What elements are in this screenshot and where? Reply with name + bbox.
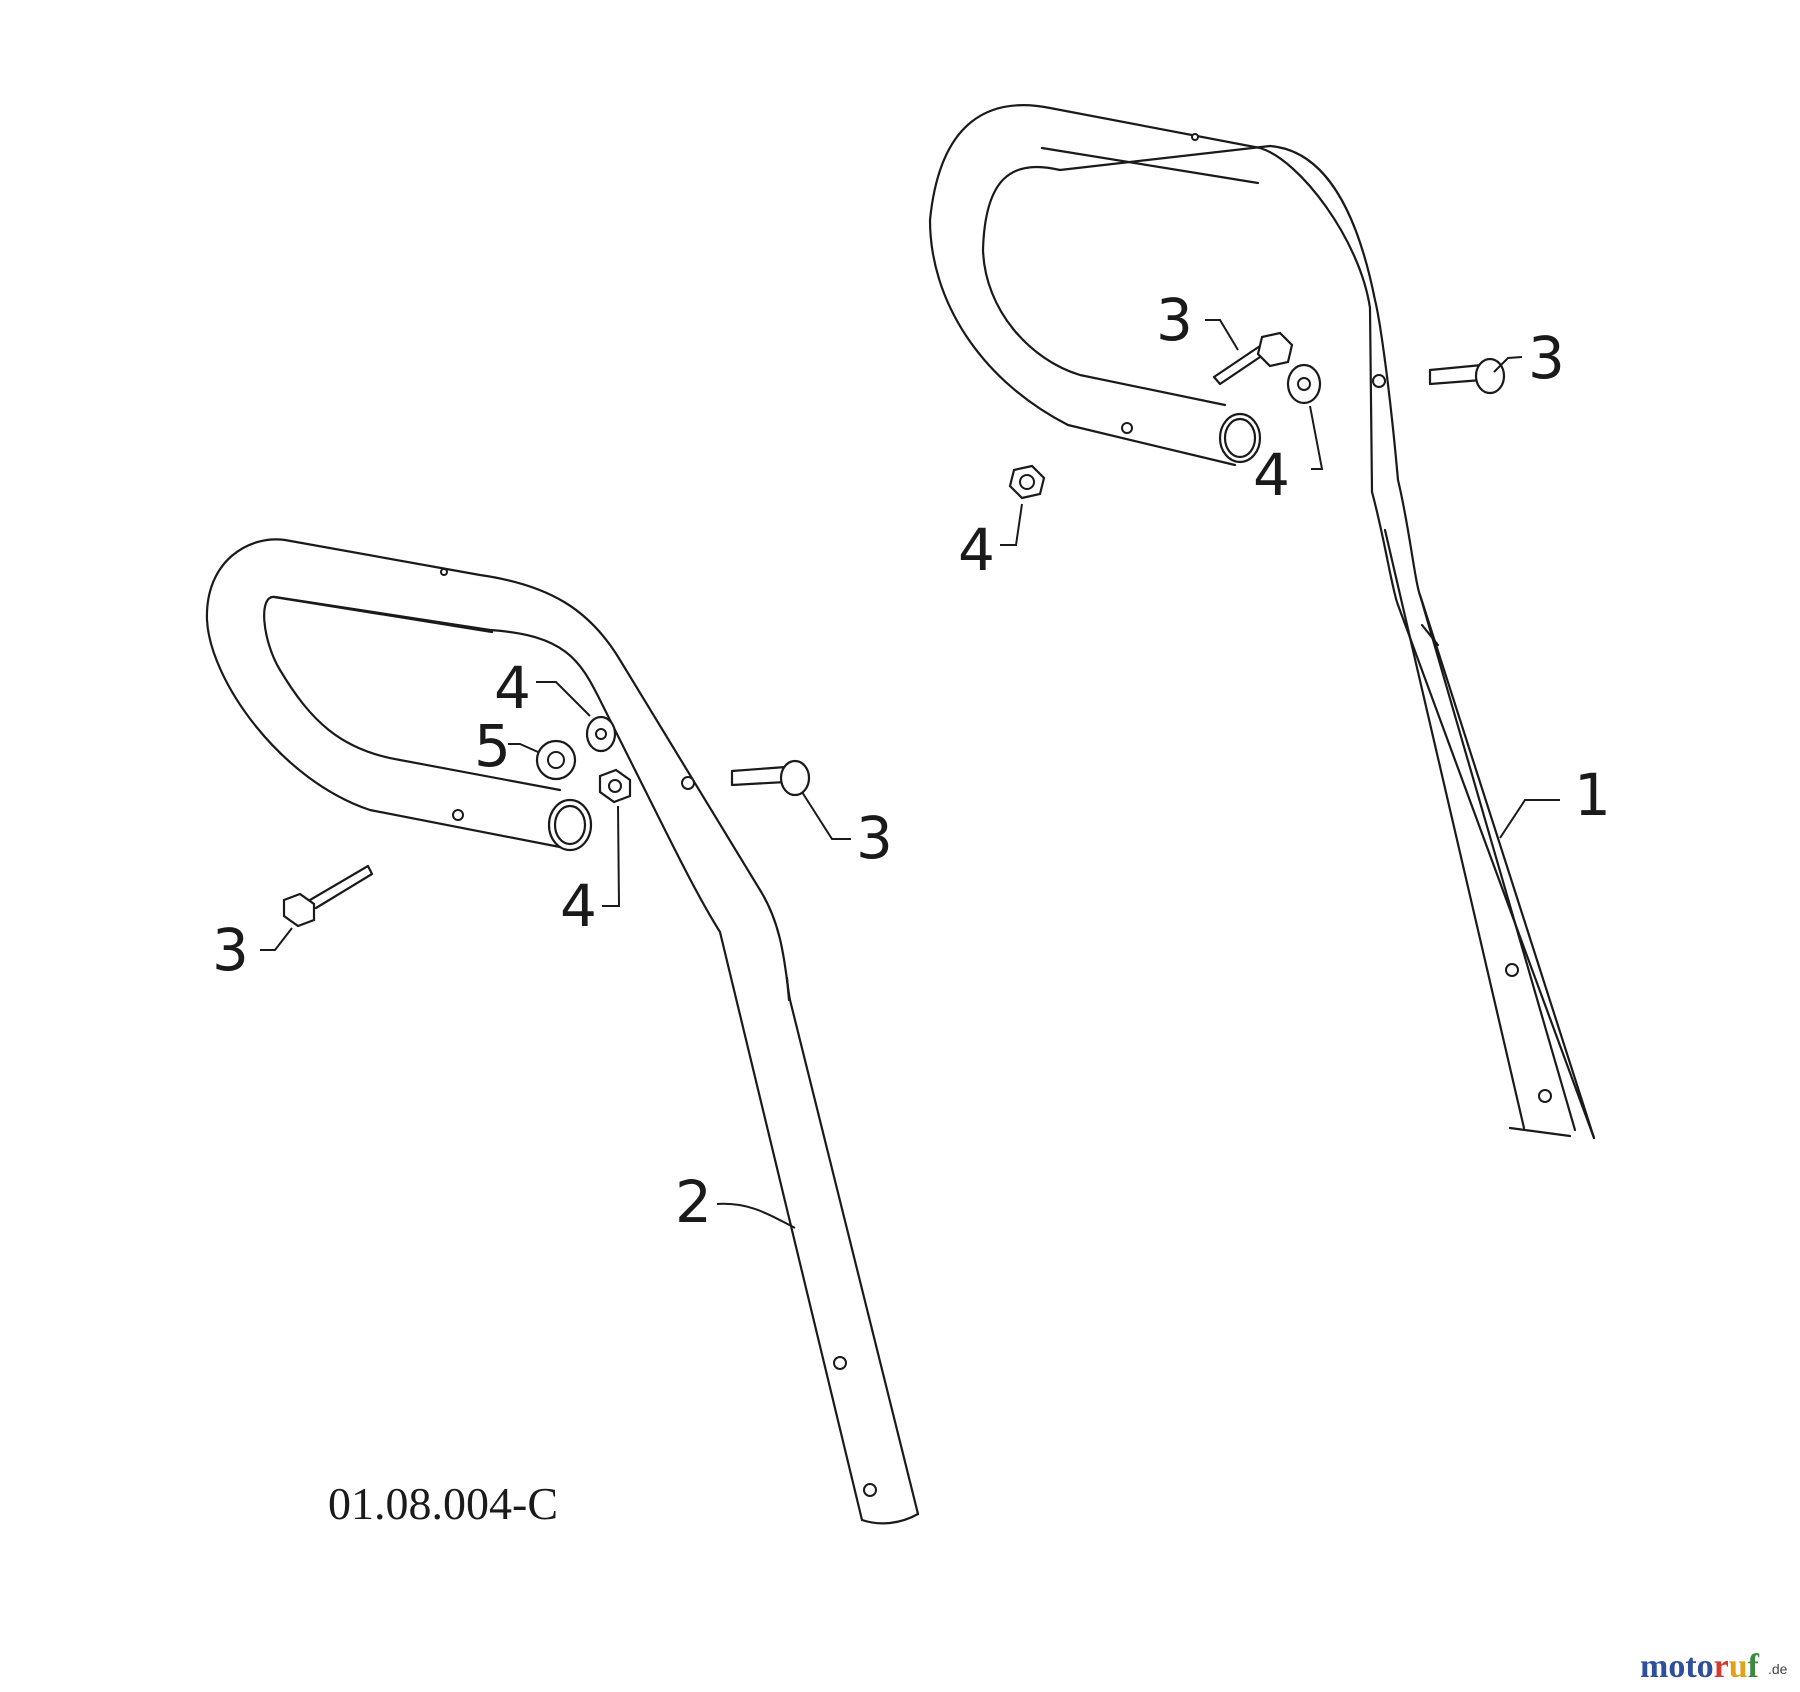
leader-4-r-loose [1000, 503, 1023, 546]
callout-5: 5 [474, 712, 511, 780]
leader-1 [1499, 799, 1560, 839]
leader-4-l-lower [602, 805, 621, 907]
tube-end-inner-right [1223, 417, 1257, 459]
hole-left-top [440, 568, 448, 576]
callout-3-right-inner: 3 [1156, 286, 1193, 354]
leader-3-r-inner [1205, 319, 1239, 351]
hole-right-top [1191, 133, 1199, 141]
callout-3-left-inner: 3 [212, 916, 249, 984]
callout-4-left-upper: 4 [494, 654, 531, 722]
nut-left-lower [598, 768, 632, 804]
hole-left-2 [681, 776, 695, 790]
leader-2 [716, 1202, 796, 1229]
motoruf-logo: motoruf .de [1640, 1648, 1788, 1685]
hole-right-4 [1538, 1089, 1552, 1103]
hole-right-1 [1121, 422, 1133, 434]
hole-left-3 [833, 1356, 847, 1370]
callout-2: 2 [675, 1168, 712, 1236]
leader-5 [508, 743, 539, 753]
nut-right-loose [1008, 464, 1046, 500]
nut-right-inner [1286, 363, 1322, 405]
figure-reference: 01.08.004-C [328, 1478, 558, 1529]
bolt-left-outer [730, 759, 811, 797]
hole-left-4 [863, 1483, 877, 1497]
callout-3-right-outer: 3 [1528, 324, 1565, 392]
handle-left [205, 538, 920, 1525]
callout-3-left-outer: 3 [856, 804, 893, 872]
nut-left-upper [585, 715, 617, 753]
leader-3-r-outer [1493, 356, 1523, 373]
bolt-right-inner [1212, 331, 1294, 386]
callout-4-right-inner: 4 [1253, 441, 1290, 509]
tube-end-inner-left [553, 804, 587, 846]
hole-right-3 [1505, 963, 1519, 977]
hole-left-1 [452, 809, 464, 821]
bolt-left-inner [282, 864, 374, 928]
svg-text:.de: .de [1768, 1661, 1788, 1677]
hole-right-2 [1372, 374, 1386, 388]
leader-4-l-upper [536, 681, 591, 717]
leader-3-l-outer [801, 791, 851, 840]
callout-4-left-lower: 4 [560, 872, 597, 940]
callout-4-right-loose: 4 [958, 516, 995, 584]
callout-1: 1 [1574, 761, 1611, 829]
leader-3-l-inner [260, 927, 293, 951]
bolt-right-outer [1428, 357, 1506, 395]
svg-text:motoruf: motoruf [1640, 1648, 1760, 1685]
handle-right [928, 104, 1596, 1140]
leader-4-r-inner [1309, 405, 1324, 470]
washer-left [535, 739, 577, 781]
